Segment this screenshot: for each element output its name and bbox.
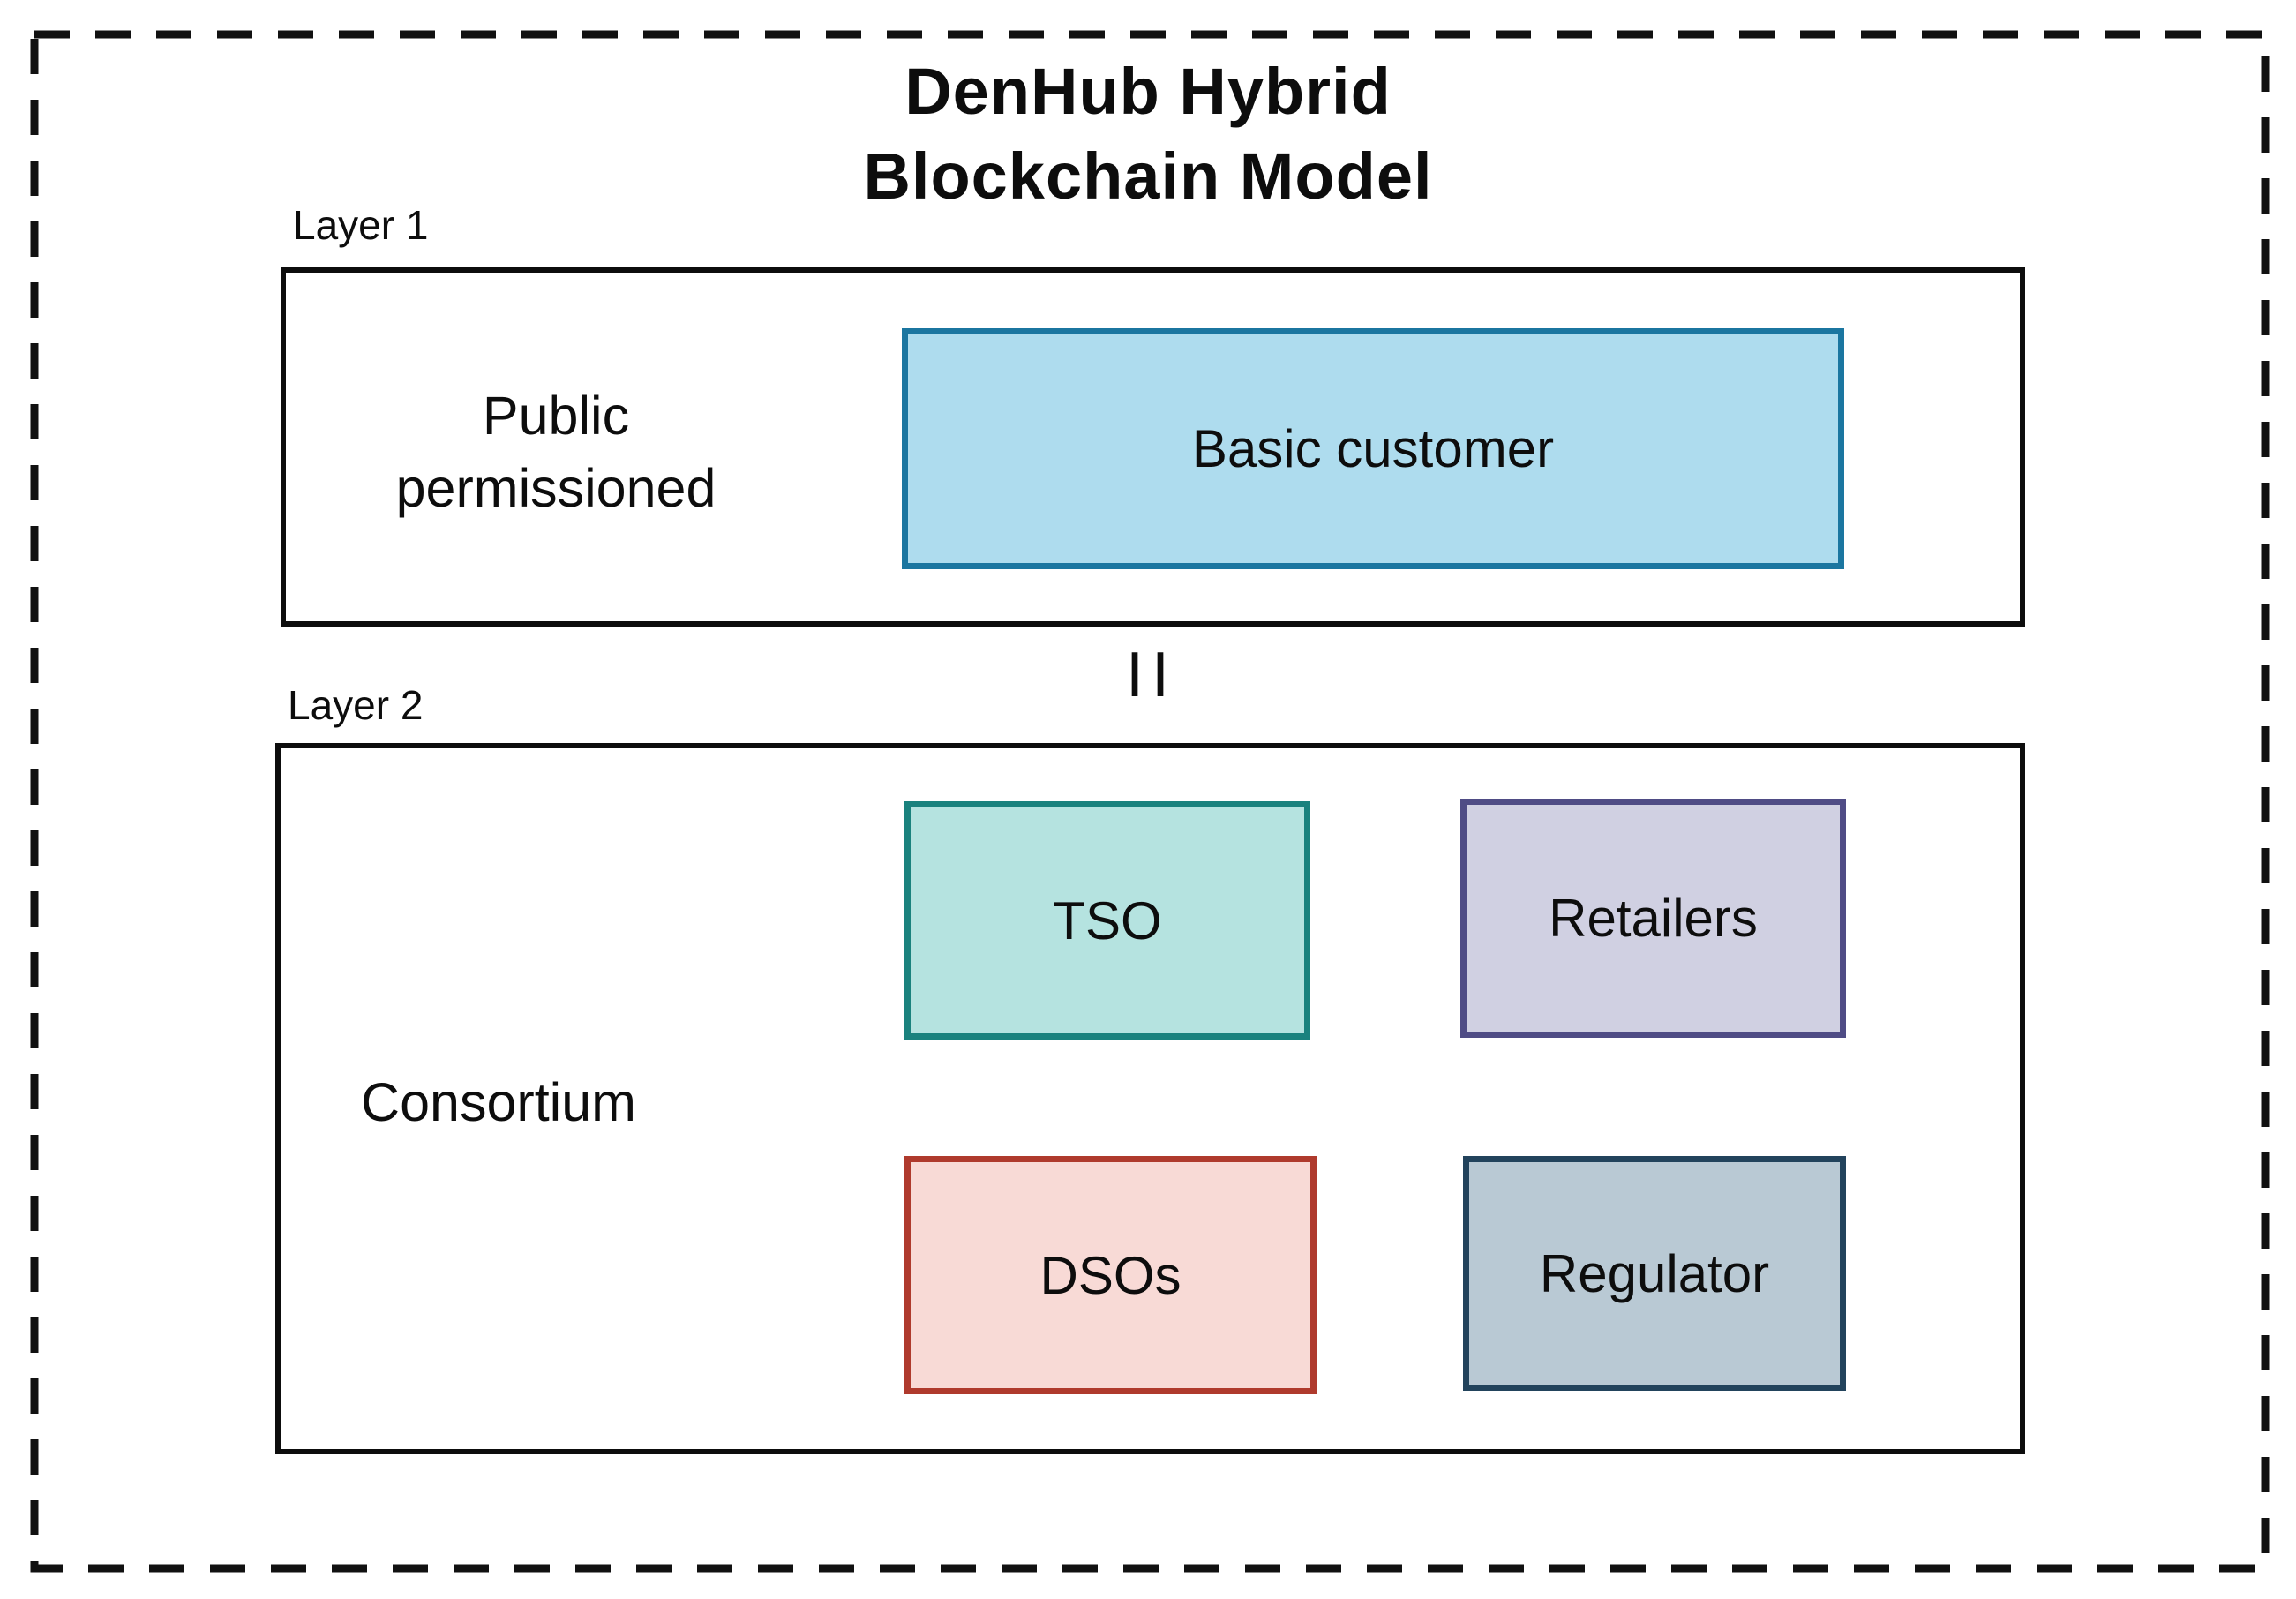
node-basic-customer-label: Basic customer <box>1191 419 1555 478</box>
layer2-label: Layer 2 <box>288 682 424 728</box>
node-retailers: Retailers <box>1460 799 1846 1038</box>
node-tso-label: TSO <box>1053 890 1162 950</box>
node-tso: TSO <box>904 801 1310 1040</box>
node-regulator: Regulator <box>1463 1156 1846 1391</box>
node-retailers-label: Retailers <box>1549 889 1758 948</box>
region-label-consortium: Consortium <box>361 1072 636 1132</box>
node-regulator-label: Regulator <box>1539 1243 1770 1303</box>
layer-connector-icon: II <box>1125 640 1177 710</box>
node-basic-customer: Basic customer <box>902 328 1844 569</box>
diagram-title-line1: DenHub Hybrid <box>904 55 1392 128</box>
region-label-public-permissioned: Public permissioned <box>395 386 717 519</box>
diagram-title-line2: Blockchain Model <box>863 139 1433 214</box>
node-dsos-label: DSOs <box>1039 1245 1182 1305</box>
diagram-title: DenHub Hybrid Blockchain Model <box>0 49 2296 219</box>
layer1-label: Layer 1 <box>293 202 429 248</box>
node-dsos: DSOs <box>904 1156 1317 1394</box>
